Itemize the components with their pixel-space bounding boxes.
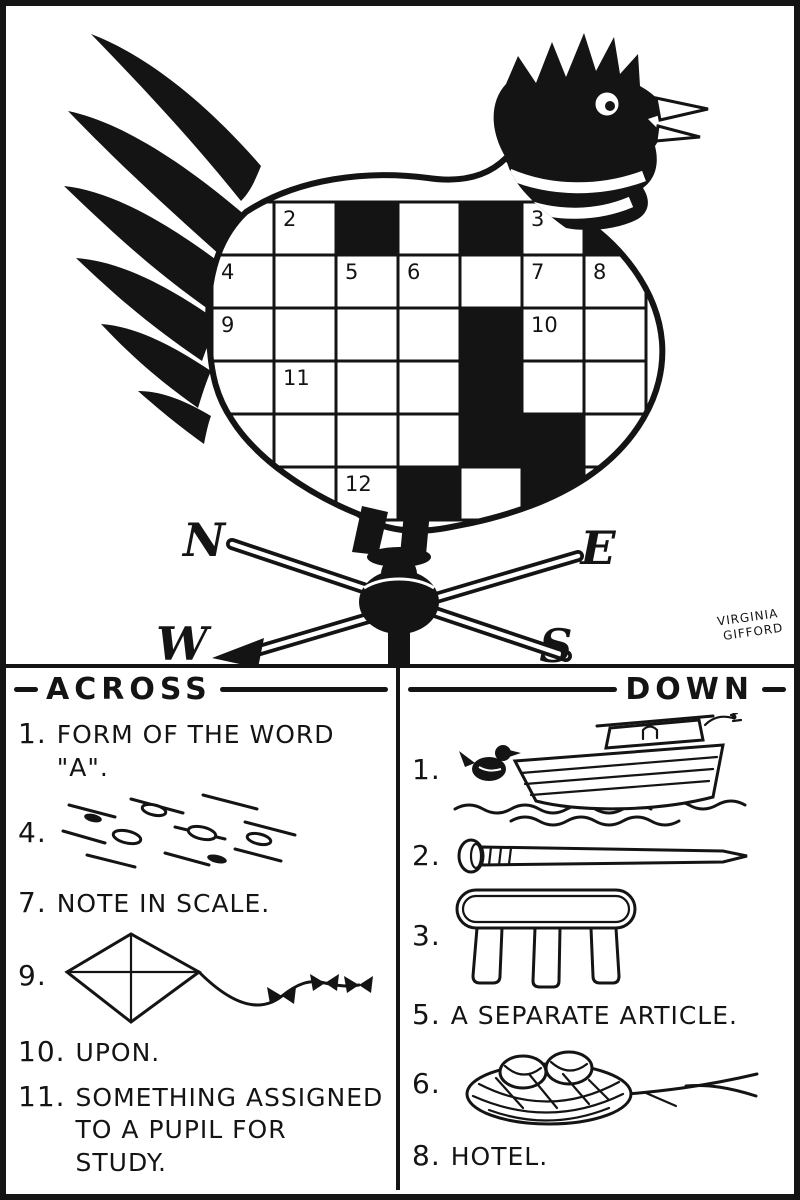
- grid-number: 8: [593, 260, 606, 284]
- across-header: ACROSS: [10, 668, 392, 708]
- clue-number: 3.: [412, 919, 441, 953]
- divider: [219, 686, 388, 692]
- clue-number: 1.: [18, 717, 47, 750]
- kite-icon: [64, 932, 373, 1025]
- compass-west: W: [156, 617, 212, 664]
- pupil-icon: [605, 101, 615, 111]
- divider: [408, 686, 618, 692]
- grid-number: 4: [221, 260, 234, 284]
- weathervane-illustration: 123456789101112: [6, 6, 794, 664]
- rooster-body-outline: [205, 153, 666, 534]
- down-clue-1: 1.: [404, 708, 790, 828]
- grid-number: 5: [345, 260, 358, 284]
- divider: [14, 686, 38, 692]
- beak-upper: [654, 96, 709, 122]
- compass-north: N: [181, 513, 227, 567]
- clue-text: NOTE IN SCALE.: [56, 889, 271, 918]
- down-clue-3: 3.: [404, 879, 790, 989]
- clue-number: 12.: [18, 1187, 66, 1190]
- rooster-head: [493, 33, 709, 230]
- nest-icon: [465, 1050, 759, 1126]
- clue-text: FORM OF THE WORD "A".: [56, 720, 335, 782]
- tail-feathers-icon: [64, 34, 261, 444]
- black-cell: [460, 361, 522, 414]
- grid-number: 2: [283, 207, 296, 231]
- down-clue-2: 2.: [404, 828, 790, 879]
- divider: [762, 686, 786, 692]
- grid-number: 10: [531, 313, 558, 337]
- rooster-weathervane-drawing: 123456789101112: [64, 33, 784, 664]
- across-clue-7: 7. NOTE IN SCALE.: [10, 877, 392, 921]
- clue-number: 11.: [18, 1079, 66, 1113]
- across-clue-10: 10. UPON.: [10, 1026, 392, 1070]
- clue-text: SOMETHING ASSIGNED TO A PUPIL FOR STUDY.: [75, 1082, 384, 1177]
- across-clue-12: 12. MOUNTAIN - ABBY.: [10, 1179, 392, 1190]
- stool-icon: [455, 888, 637, 989]
- artist-signature: VIRGINIA GIFFORD: [716, 606, 784, 643]
- clues-section: ACROSS 1. FORM OF THE WORD "A". 4.: [6, 664, 794, 1190]
- across-clue-1: 1. FORM OF THE WORD "A".: [10, 708, 392, 784]
- clue-number: 8.: [412, 1139, 441, 1173]
- rain-icon: [61, 793, 297, 869]
- clue-number: 10.: [18, 1035, 66, 1069]
- down-clue-6: 6.: [404, 1033, 790, 1130]
- clue-text: A SEPARATE ARTICLE.: [450, 1001, 738, 1030]
- ark-icon: [453, 713, 747, 827]
- clue-text: HOTEL.: [450, 1142, 549, 1172]
- grid-number: 7: [531, 260, 544, 284]
- black-cell: [460, 202, 522, 255]
- arrowhead-icon: [212, 638, 264, 664]
- clue-number: 9.: [18, 959, 47, 993]
- down-header: DOWN: [404, 668, 790, 708]
- clue-number: 4.: [18, 815, 47, 849]
- clue-number: 7.: [18, 886, 47, 919]
- compass-east: E: [578, 521, 616, 575]
- clue-text: UPON.: [75, 1038, 161, 1068]
- across-clue-4: 4.: [10, 784, 392, 877]
- grid-number: 9: [221, 313, 234, 337]
- black-cell: [460, 308, 522, 361]
- down-clue-5: 5. A SEPARATE ARTICLE.: [404, 989, 790, 1033]
- clue-number: 2.: [412, 838, 441, 872]
- nail-icon: [457, 838, 748, 874]
- grid-number: 6: [407, 260, 420, 284]
- down-clue-8: 8. HOTEL.: [404, 1130, 790, 1174]
- black-cell: [522, 414, 584, 467]
- across-column: ACROSS 1. FORM OF THE WORD "A". 4.: [6, 668, 396, 1190]
- clue-number: 5.: [412, 998, 441, 1031]
- across-clue-9: 9.: [10, 921, 392, 1026]
- grid-number: 11: [283, 366, 310, 390]
- across-clue-11: 11. SOMETHING ASSIGNED TO A PUPIL FOR ST…: [10, 1071, 392, 1180]
- vane-ball: [359, 556, 439, 664]
- black-cell: [460, 414, 522, 467]
- clue-number: 1.: [412, 753, 441, 787]
- beak-lower: [654, 124, 701, 143]
- across-title: ACROSS: [46, 671, 212, 707]
- clue-number: 6.: [412, 1067, 441, 1101]
- grid-number: 12: [345, 472, 372, 496]
- down-column: DOWN 1.: [396, 668, 794, 1190]
- grid-number: 3: [531, 207, 544, 231]
- black-cell: [336, 202, 398, 255]
- down-title: DOWN: [625, 671, 754, 707]
- compass-south: S: [539, 619, 572, 664]
